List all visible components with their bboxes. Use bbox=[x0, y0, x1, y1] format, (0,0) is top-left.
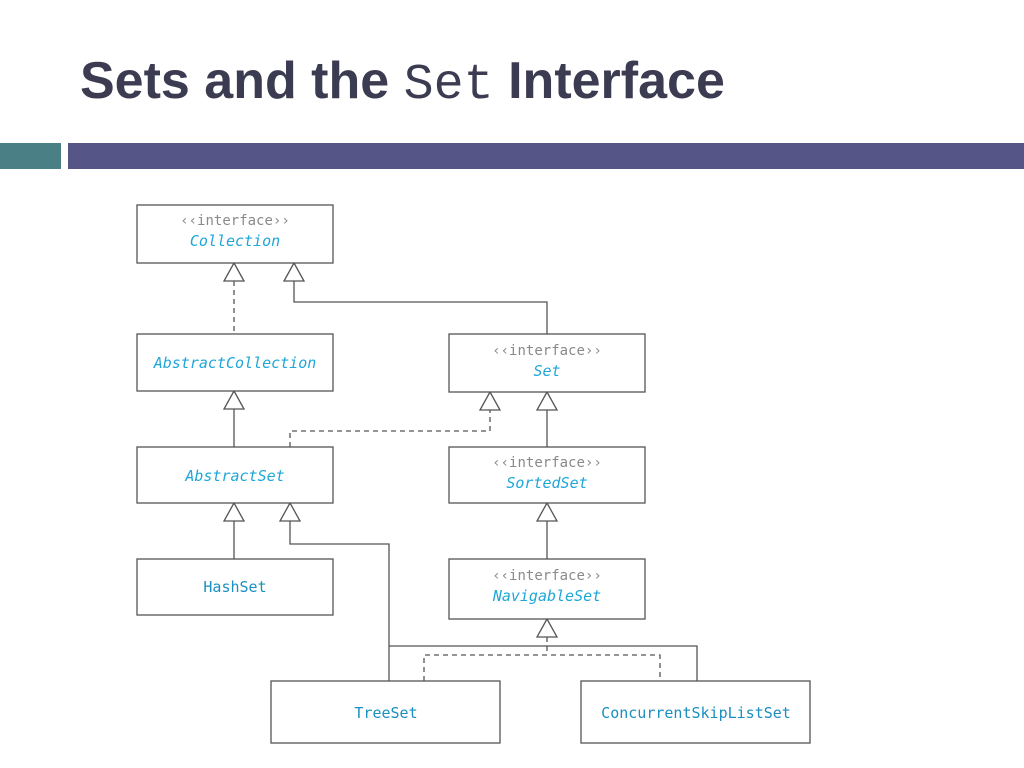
node-set: ‹‹interface›› Set bbox=[448, 333, 646, 393]
node-name: Collection bbox=[190, 232, 280, 250]
node-name: Set bbox=[533, 362, 560, 380]
title-part-1: Sets and the bbox=[80, 52, 390, 110]
node-collection: ‹‹interface›› Collection bbox=[136, 204, 334, 264]
node-name: TreeSet bbox=[354, 704, 417, 722]
arrowhead-icon bbox=[222, 389, 246, 410]
node-name: SortedSet bbox=[506, 474, 587, 492]
node-name: NavigableSet bbox=[492, 587, 601, 605]
stereotype-label: ‹‹interface›› bbox=[492, 455, 602, 471]
arrowhead-icon bbox=[278, 501, 302, 522]
stereotype-label: ‹‹interface›› bbox=[492, 568, 602, 584]
edge-concurrentskiplistset-abstractset bbox=[389, 645, 698, 681]
node-name: AbstractSet bbox=[184, 467, 284, 485]
node-name: ConcurrentSkipListSet bbox=[601, 704, 791, 722]
accent-bar-teal bbox=[0, 143, 61, 169]
title-code: Set bbox=[403, 57, 494, 114]
node-box bbox=[136, 446, 334, 504]
arrowhead-icon bbox=[222, 501, 246, 522]
arrowhead-icon bbox=[535, 501, 559, 522]
slide-title: Sets and the Set Interface bbox=[80, 50, 725, 117]
edge-treeset-abstractset bbox=[289, 521, 390, 681]
node-abstract-collection: AbstractCollection bbox=[136, 333, 334, 392]
node-box bbox=[448, 333, 646, 393]
node-box bbox=[448, 558, 646, 620]
node-box bbox=[448, 446, 646, 504]
node-navigable-set: ‹‹interface›› NavigableSet bbox=[448, 558, 646, 620]
node-box bbox=[270, 680, 501, 744]
node-box bbox=[136, 558, 334, 616]
connectors bbox=[233, 281, 698, 681]
node-sorted-set: ‹‹interface›› SortedSet bbox=[448, 446, 646, 504]
stereotype-label: ‹‹interface›› bbox=[180, 213, 290, 229]
node-box bbox=[136, 333, 334, 392]
edge-abstractset-set bbox=[289, 410, 491, 447]
title-part-2: Interface bbox=[508, 52, 725, 110]
arrowhead-icon bbox=[478, 390, 502, 411]
stereotype-label: ‹‹interface›› bbox=[492, 343, 602, 359]
edge-set-collection bbox=[293, 281, 548, 334]
arrowhead-icon bbox=[535, 390, 559, 411]
node-box bbox=[136, 204, 334, 264]
arrowhead-icon bbox=[222, 261, 246, 282]
node-name: AbstractCollection bbox=[153, 354, 317, 372]
arrowhead-icon bbox=[282, 261, 306, 282]
node-concurrent-skip-list-set: ConcurrentSkipListSet bbox=[580, 680, 811, 744]
arrowhead-icon bbox=[535, 617, 559, 638]
arrowheads bbox=[222, 261, 559, 638]
node-tree-set: TreeSet bbox=[270, 680, 501, 744]
edge-impl-navigableset-bus bbox=[423, 654, 661, 681]
node-hash-set: HashSet bbox=[136, 558, 334, 616]
node-name: HashSet bbox=[203, 578, 266, 596]
accent-bar-purple bbox=[68, 143, 1024, 169]
node-abstract-set: AbstractSet bbox=[136, 446, 334, 504]
node-box bbox=[580, 680, 811, 744]
